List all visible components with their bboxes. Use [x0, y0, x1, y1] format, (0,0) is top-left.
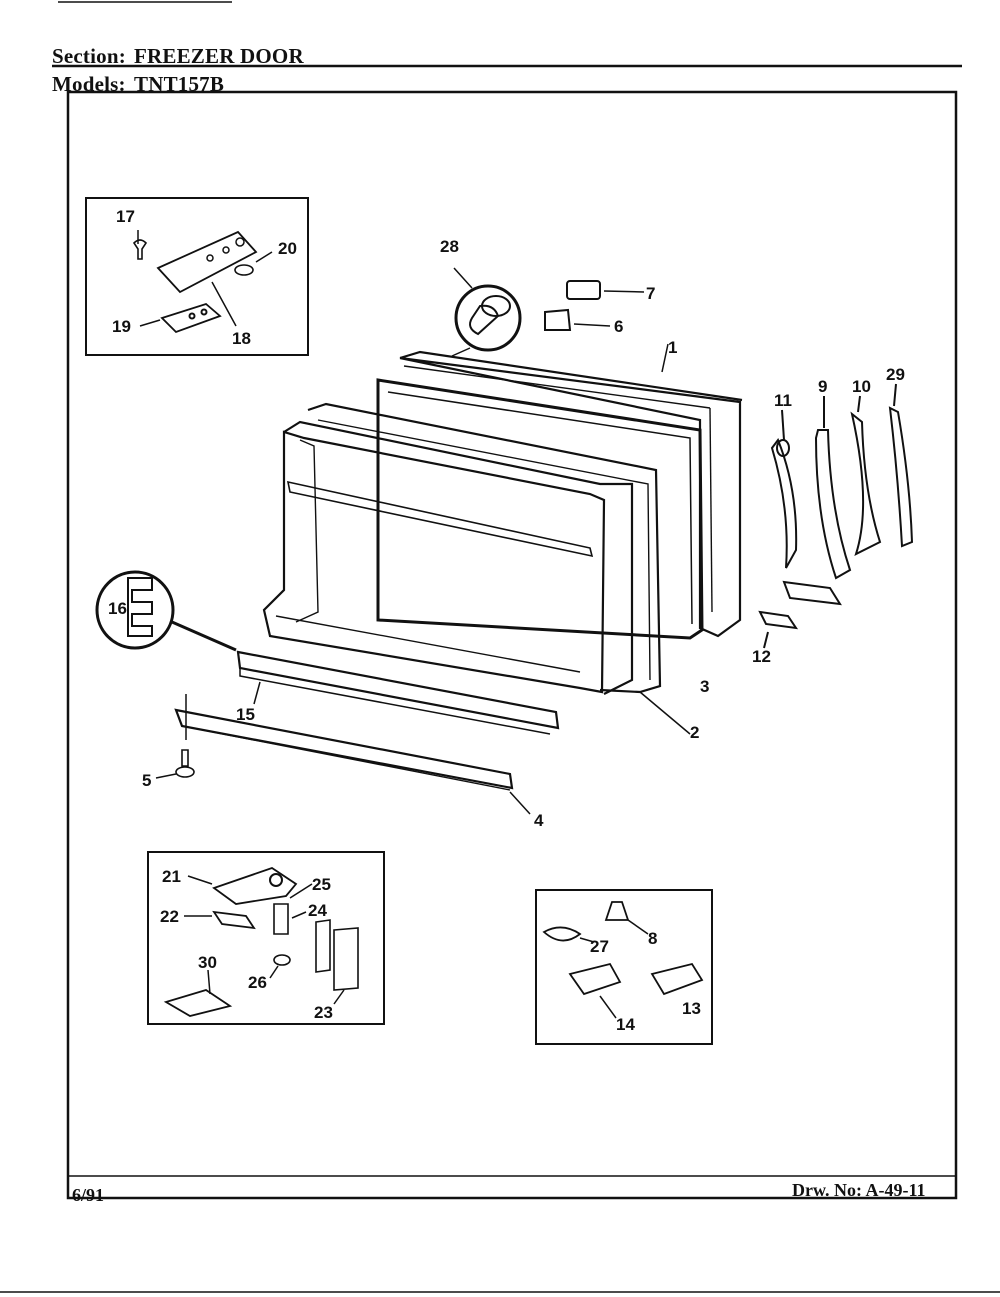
top-hinge-inset	[85, 197, 309, 356]
part-11-shape	[770, 437, 798, 569]
part-12-bracket	[782, 580, 842, 606]
trim-strip	[236, 650, 560, 735]
bottom-bracket	[155, 694, 531, 815]
part-6-shape	[544, 308, 572, 331]
callout-4: 4	[534, 811, 544, 830]
callout-15: 15	[236, 705, 255, 724]
drawing-date: 6/91	[72, 1185, 105, 1205]
small-parts-6-7	[544, 280, 645, 331]
callout-2: 2	[690, 723, 699, 742]
callout-26: 26	[248, 973, 267, 992]
callout-18: 18	[232, 329, 251, 348]
callout-24: 24	[308, 901, 327, 920]
inset-box-hardware	[535, 889, 713, 1045]
handle-parts	[758, 383, 914, 649]
section-title: FREEZER DOOR	[134, 44, 304, 68]
hinge-pin-part	[132, 239, 148, 260]
callout-28: 28	[440, 237, 459, 256]
hardware-inset	[535, 889, 713, 1045]
part-10-shape	[850, 411, 882, 556]
section-header: Section: FREEZER DOOR	[52, 44, 304, 69]
callout-3: 3	[700, 677, 709, 696]
callout-19: 19	[112, 317, 131, 336]
drawing-frame	[66, 90, 958, 1200]
part-29-shape	[888, 406, 914, 548]
part-7-shape	[566, 280, 601, 300]
door-gasket	[376, 378, 704, 640]
inset-box-bottom-hinge	[147, 851, 385, 1025]
callout-22: 22	[160, 907, 179, 926]
part-12-shim	[758, 610, 799, 630]
callout-25: 25	[312, 875, 331, 894]
part-9-shape	[814, 429, 852, 580]
callout-20: 20	[278, 239, 297, 258]
callout-14: 14	[616, 1015, 635, 1034]
inner-door-frame	[307, 402, 691, 735]
callout-13: 13	[682, 999, 701, 1018]
hinge-plate-part	[156, 230, 258, 294]
callout-27: 27	[590, 937, 609, 956]
outer-door-panel	[399, 343, 743, 638]
callout-17: 17	[116, 207, 135, 226]
callout-30: 30	[198, 953, 217, 972]
callout-12: 12	[752, 647, 771, 666]
callout-10: 10	[852, 377, 871, 396]
screw-part	[181, 749, 189, 767]
door-shelf-rail	[286, 480, 594, 558]
part-28-detail	[451, 267, 522, 357]
part-16-detail	[95, 570, 237, 652]
section-label: Section:	[52, 44, 126, 68]
bottom-hinge-inset	[147, 851, 385, 1025]
callout-8: 8	[648, 929, 657, 948]
callout-7: 7	[646, 284, 655, 303]
callout-11: 11	[774, 391, 792, 410]
callout-5: 5	[142, 771, 151, 790]
callout-16: 16	[108, 599, 127, 618]
washer-part	[234, 264, 254, 276]
door-liner	[262, 420, 634, 695]
callout-23: 23	[314, 1003, 333, 1022]
callout-29: 29	[886, 365, 905, 384]
callout-1: 1	[668, 338, 677, 357]
callout-21: 21	[162, 867, 181, 886]
drawing-number: Drw. No: A-49-11	[792, 1180, 926, 1200]
inset-box-top-hinge	[85, 197, 309, 356]
hinge-shim-part	[160, 302, 222, 334]
callout-9: 9	[818, 377, 827, 396]
callout-6: 6	[614, 317, 623, 336]
